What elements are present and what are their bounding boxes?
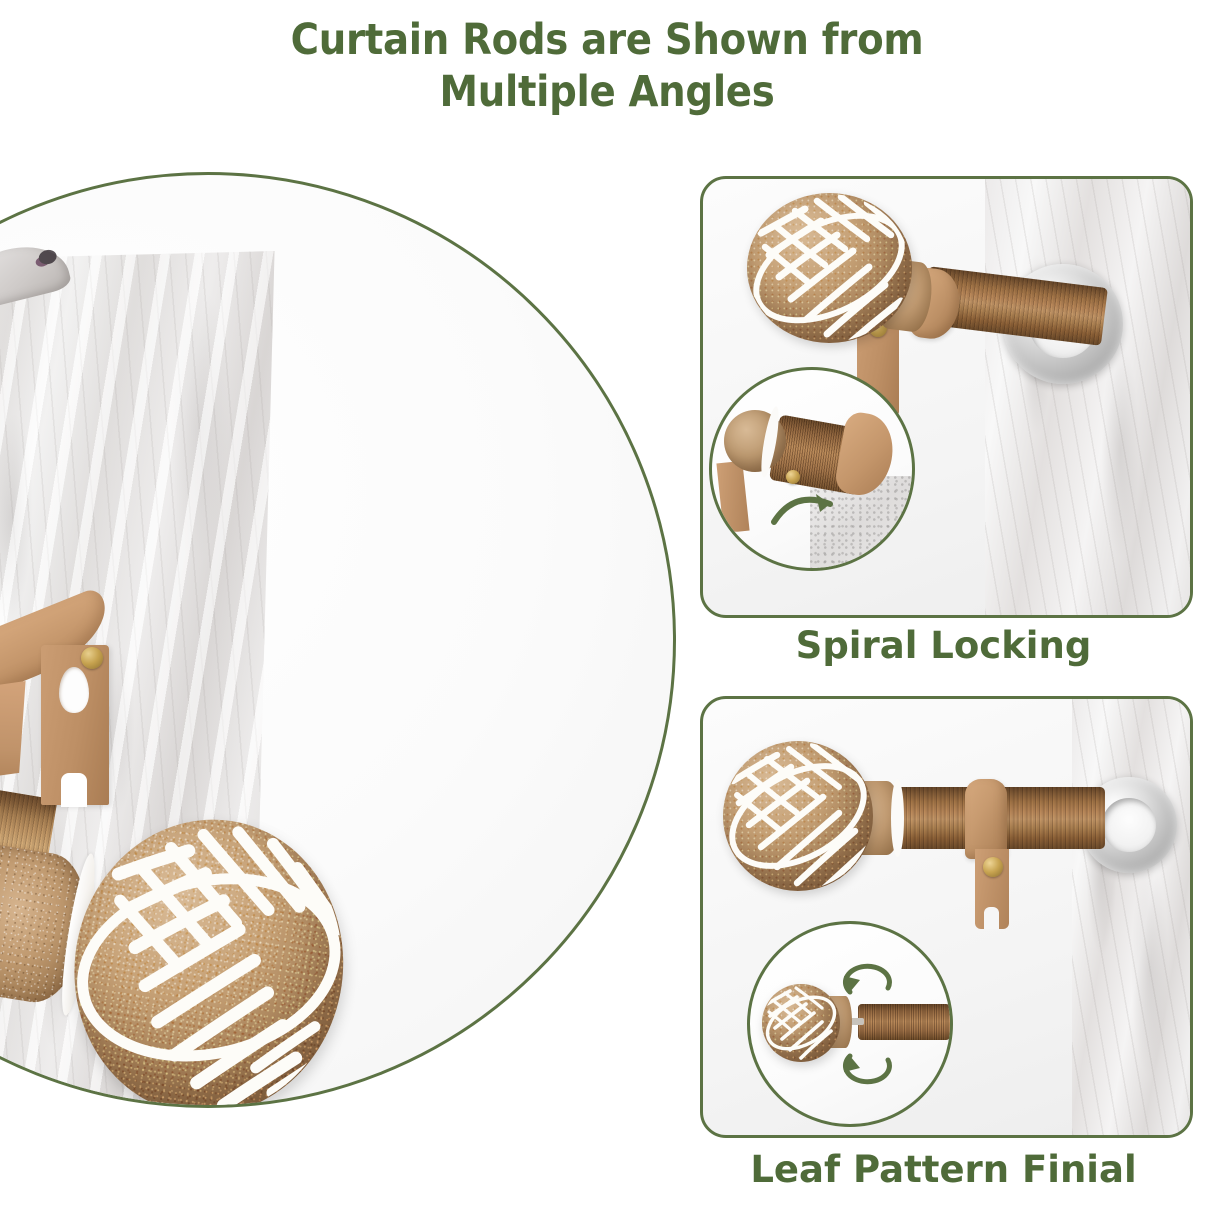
main-product-circle bbox=[0, 172, 676, 1108]
wall-bracket bbox=[0, 586, 133, 809]
leaf-pattern-finial bbox=[747, 193, 912, 343]
leaf-pattern-finial bbox=[762, 984, 840, 1062]
rotation-arrow-top bbox=[842, 963, 892, 995]
finial-ball bbox=[53, 800, 365, 1105]
bracket-hook bbox=[716, 460, 750, 534]
wall-surface bbox=[810, 476, 912, 568]
page-title: Curtain Rods are Shown from Multiple Ang… bbox=[290, 15, 924, 118]
curtain-panel bbox=[1072, 699, 1190, 1135]
bracket-notch bbox=[61, 773, 87, 807]
spiral-locking-closeup bbox=[709, 367, 915, 571]
bracket-keyhole bbox=[59, 667, 89, 713]
mounting-screw bbox=[81, 647, 103, 669]
leaf-pattern-finial bbox=[0, 793, 366, 1105]
mounting-screw bbox=[786, 470, 800, 484]
panel-spiral-locking bbox=[700, 176, 1193, 618]
leaf-pattern-engraving bbox=[77, 826, 347, 1105]
caption-spiral-locking: Spiral Locking bbox=[795, 624, 1092, 667]
finial-assembly-closeup bbox=[747, 921, 953, 1127]
curtain-panel bbox=[985, 179, 1190, 615]
caption-leaf-pattern-finial: Leaf Pattern Finial bbox=[750, 1148, 1137, 1191]
bracket-collar bbox=[965, 779, 1007, 859]
panel-leaf-pattern-finial bbox=[700, 696, 1193, 1138]
bracket-plate bbox=[41, 645, 109, 807]
leaf-pattern-engraving bbox=[753, 194, 910, 342]
mounting-screw bbox=[983, 857, 1003, 877]
curved-rotation-arrow bbox=[771, 494, 833, 525]
bracket-arm-lower bbox=[0, 681, 26, 791]
wood-rod bbox=[858, 1004, 950, 1040]
finial-thread-pin bbox=[850, 1018, 864, 1025]
leaf-pattern-finial bbox=[723, 741, 873, 891]
leaf-pattern-engraving bbox=[729, 742, 872, 890]
leaf-pattern-engraving bbox=[765, 986, 837, 1060]
finial-white-ring bbox=[891, 779, 904, 857]
rotation-arrow-bottom bbox=[842, 1053, 892, 1085]
